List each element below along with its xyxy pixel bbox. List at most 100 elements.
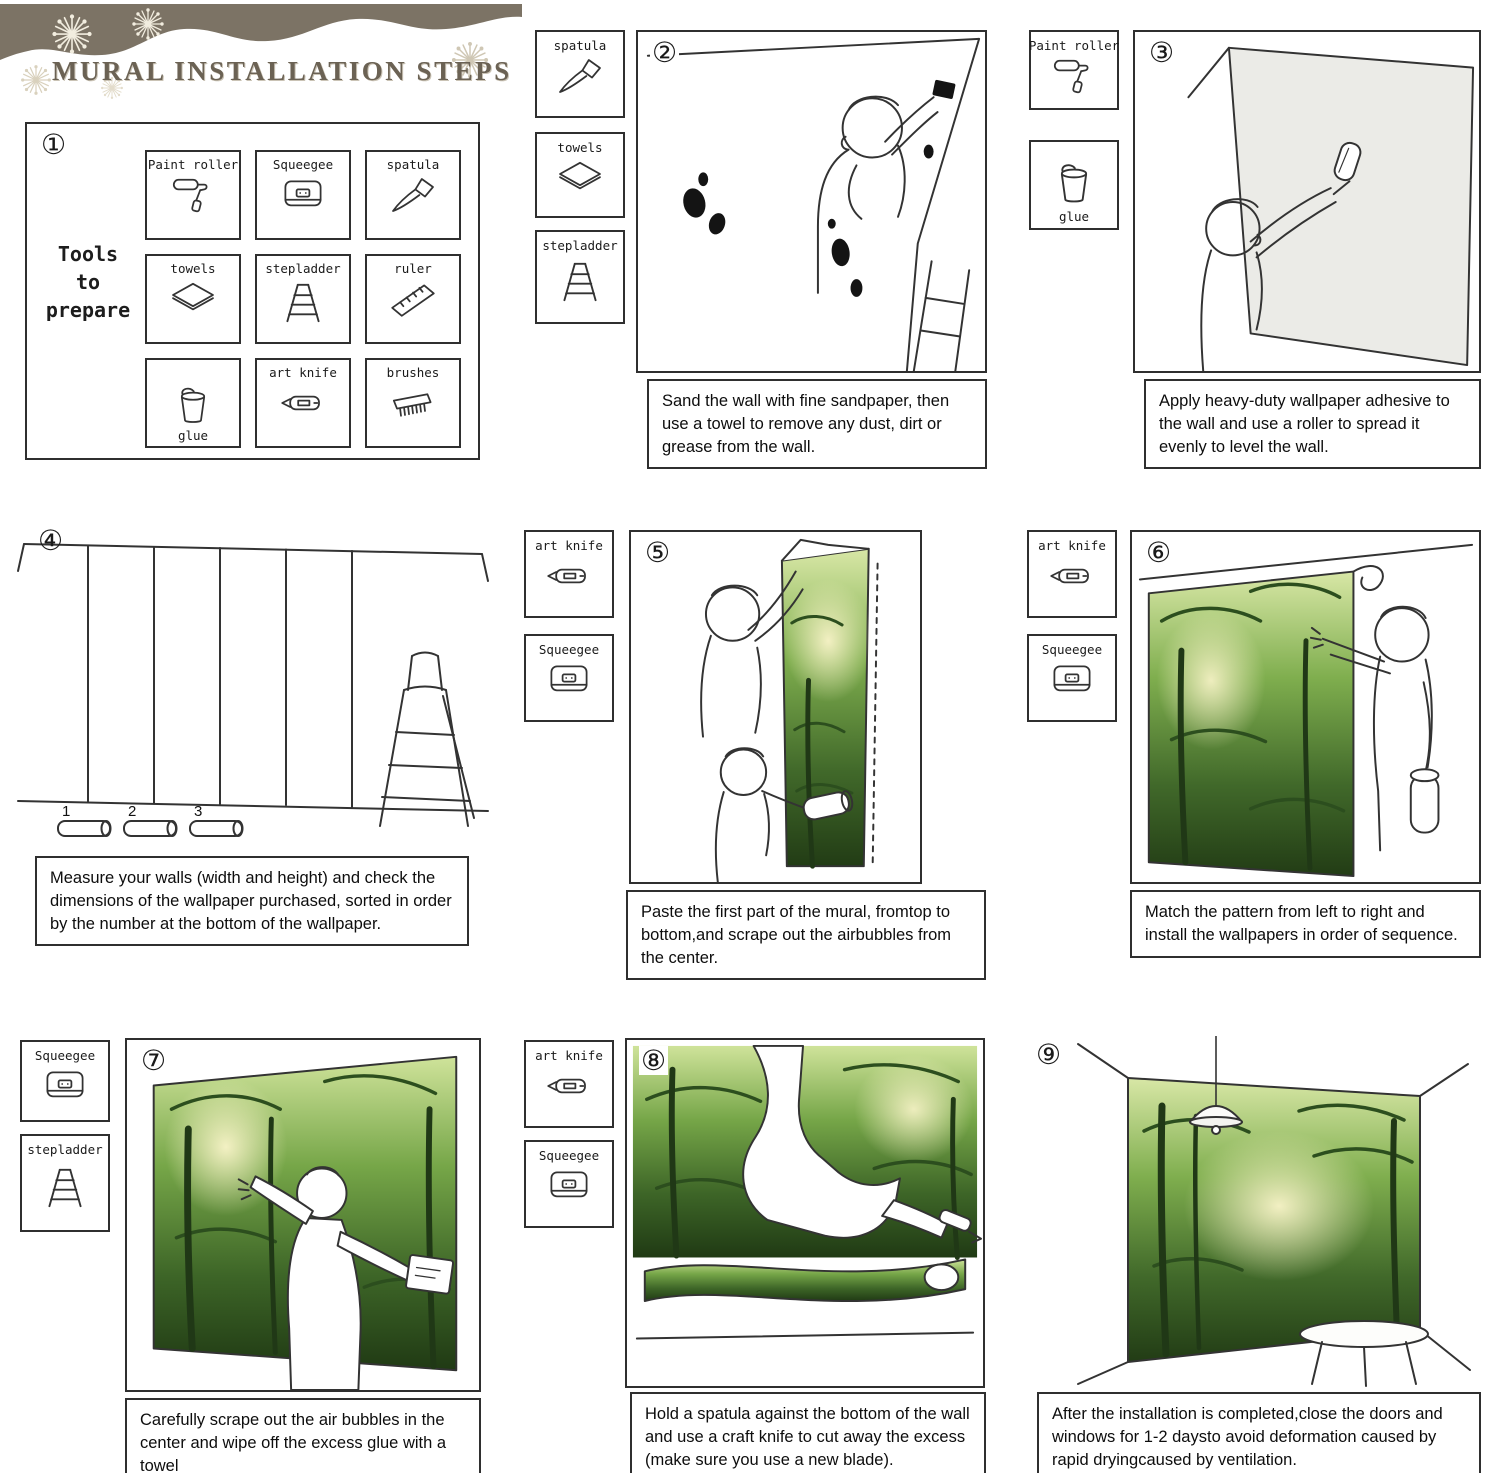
wallpaper-roll-held (1409, 768, 1440, 834)
art-knife-icon (543, 1066, 595, 1106)
tool-art-knife-label: art knife (269, 365, 337, 380)
tool-ruler: ruler (365, 254, 461, 344)
tool-glue-label: glue (1058, 209, 1090, 224)
step-8-panel: ⑧ (625, 1038, 985, 1388)
room-lines (1077, 1043, 1471, 1385)
person-silhouette (742, 1044, 949, 1239)
dashed-guide-line (871, 562, 879, 868)
tool-squeegee: Squeegee (255, 150, 351, 240)
step-3-tool-glue: glue (1029, 140, 1119, 230)
squeegee-icon (543, 660, 595, 700)
step-2-tool-stepladder: stepladder (535, 230, 625, 324)
tool-glue: glue (145, 358, 241, 448)
page-title: MURAL INSTALLATION STEPS (52, 56, 512, 86)
roll-number-2: 2 (128, 803, 136, 820)
step-8-caption: Hold a spatula against the bottom of the… (630, 1392, 986, 1473)
squeegee-card (405, 1254, 455, 1295)
squeegee-icon (1046, 660, 1098, 700)
step-7-tool-squeegee: Squeegee (20, 1040, 110, 1122)
tool-paint-roller-label: Paint roller (1028, 38, 1120, 53)
jungle-mural (1147, 570, 1355, 878)
glue-icon (1048, 160, 1100, 206)
wall-lines (646, 37, 981, 371)
tool-squeegee-label: Squeegee (272, 157, 334, 172)
tool-spatula-label: spatula (386, 157, 440, 172)
squeegee-icon (277, 175, 329, 215)
step-9-caption: After the installation is completed,clos… (1037, 1392, 1481, 1473)
sanding-block (932, 79, 956, 99)
step-5-number: ⑤ (643, 536, 673, 569)
person-silhouette (249, 1166, 412, 1390)
step-9-number: ⑨ (1036, 1038, 1062, 1071)
tool-brushes-label: brushes (386, 365, 440, 380)
art-knife-icon (277, 383, 329, 423)
step-2-tool-towels: towels (535, 132, 625, 218)
step-5-illustration (700, 538, 879, 882)
tool-towels-label: towels (170, 261, 216, 276)
tool-paint-roller-label: Paint roller (147, 157, 239, 172)
step-2-panel: ② (636, 30, 987, 373)
glue-icon (167, 385, 219, 425)
tools-label-line: prepare (45, 298, 131, 322)
person-top (700, 570, 804, 738)
person-figure (1309, 605, 1433, 852)
step-7-illustration (152, 1055, 458, 1390)
step-5-tool-squeegee: Squeegee (524, 634, 614, 722)
adhesive-sheet (1227, 46, 1475, 367)
step-3-number: ③ (1147, 36, 1177, 69)
room-lines (17, 543, 489, 812)
towels-icon (167, 279, 219, 319)
step-1-tools-panel: ① Tools to prepare Paint roller Squeegee… (25, 122, 480, 460)
step-8-tool-art-knife: art knife (524, 1040, 614, 1128)
cut-strip (643, 1258, 967, 1303)
step-6-tool-art-knife: art knife (1027, 530, 1117, 618)
tool-spatula: spatula (365, 150, 461, 240)
step-2-illustration (646, 37, 981, 371)
dandelion-icon (51, 13, 93, 55)
craft-knife-drawing (938, 1208, 983, 1244)
towels-icon (554, 158, 606, 198)
spatula-icon (554, 56, 606, 96)
wallpaper-strip (780, 538, 879, 869)
person-figure (816, 95, 939, 294)
tool-stepladder: stepladder (255, 254, 351, 344)
tool-stepladder-label: stepladder (265, 261, 341, 276)
step-9-illustration (1077, 1036, 1471, 1387)
step-7-panel: ⑦ (125, 1038, 481, 1392)
tools-to-prepare-label: Tools to prepare (35, 238, 141, 326)
tools-label-line: Tools (57, 242, 119, 266)
step-2-tool-spatula: spatula (535, 30, 625, 118)
step-2-number: ② (650, 36, 680, 69)
tool-ruler-label: ruler (394, 261, 432, 276)
ruler-icon (387, 279, 439, 319)
brushes-icon (387, 383, 439, 423)
tool-brushes: brushes (365, 358, 461, 448)
tool-art-knife-label: art knife (1038, 538, 1106, 553)
stepladder-icon (277, 279, 329, 327)
step-3-caption: Apply heavy-duty wallpaper adhesive to t… (1144, 379, 1481, 470)
tool-art-knife-label: art knife (535, 538, 603, 553)
step-8-number: ⑧ (639, 1044, 669, 1077)
jungle-mural (1127, 1077, 1421, 1363)
wall-smudges (683, 144, 934, 297)
art-knife-icon (1046, 556, 1098, 596)
roll-number-1: 1 (62, 803, 70, 820)
header-banner (0, 4, 522, 100)
step-7-caption: Carefully scrape out the air bubbles in … (125, 1398, 481, 1473)
step-4-number: ④ (38, 524, 64, 557)
coffee-table (1299, 1320, 1429, 1387)
step-3-tool-paint-roller: Paint roller (1029, 30, 1119, 110)
step-4-caption: Measure your walls (width and height) an… (35, 856, 469, 947)
tool-squeegee-label: Squeegee (538, 642, 600, 657)
step-6-tool-squeegee: Squeegee (1027, 634, 1117, 722)
tool-squeegee-label: Squeegee (34, 1048, 96, 1063)
tool-stepladder-label: stepladder (27, 1142, 103, 1157)
stepladder-drawing (379, 651, 475, 827)
roll-number-3: 3 (194, 803, 202, 820)
stepladder-drawing (912, 260, 971, 371)
paint-roller-drawing (1332, 141, 1362, 196)
tools-grid: Paint roller Squeegee spatula towels ste… (145, 150, 461, 448)
step-5-tool-art-knife: art knife (524, 530, 614, 618)
tool-paint-roller: Paint roller (145, 150, 241, 240)
tool-squeegee-label: Squeegee (538, 1148, 600, 1163)
